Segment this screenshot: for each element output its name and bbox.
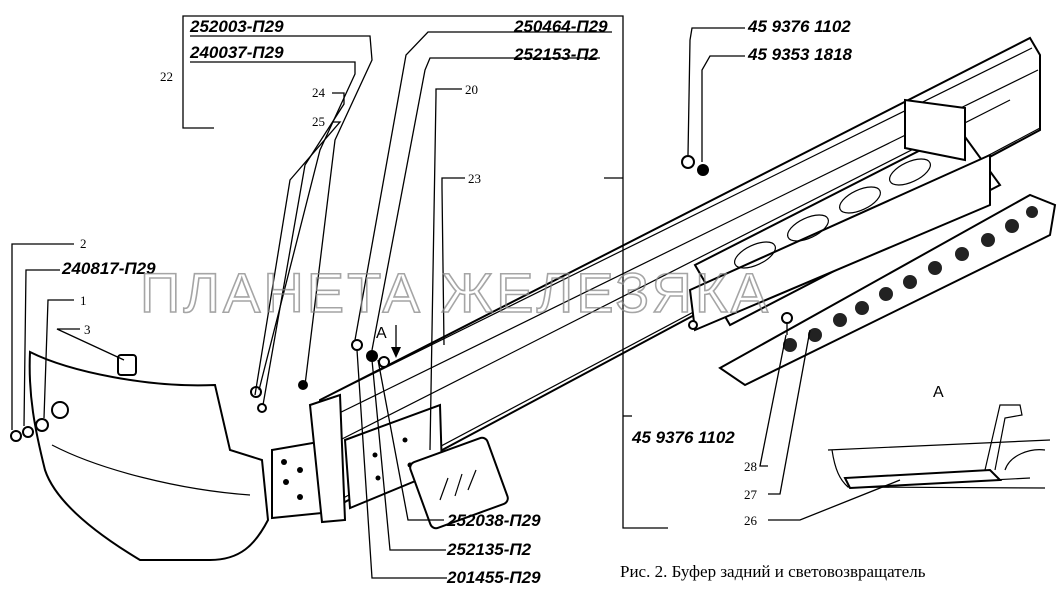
part-45-9376-1102-mid: 45 9376 1102 <box>631 428 735 447</box>
detail-label-a: A <box>933 384 944 401</box>
part-250464: 250464-П29 <box>513 17 608 36</box>
callout-2: 2 <box>80 236 87 251</box>
callout-1: 1 <box>80 293 87 308</box>
part-252038: 252038-П29 <box>446 511 541 530</box>
fasteners <box>10 155 793 442</box>
part-240037: 240037-П29 <box>189 43 284 62</box>
view-arrow-a: A <box>376 325 401 358</box>
figure-caption: Рис. 2. Буфер задний и световозвращатель <box>620 562 926 581</box>
callout-23: 23 <box>468 171 481 186</box>
rubber-pad <box>718 193 1057 387</box>
part-252153: 252153-П2 <box>513 45 599 64</box>
leader-lines <box>11 15 901 579</box>
detail-view-a <box>827 404 1051 490</box>
callout-22: 22 <box>160 69 173 84</box>
end-bracket <box>271 393 347 524</box>
callout-24: 24 <box>312 85 326 100</box>
bumper-beam <box>316 36 1041 512</box>
callout-26: 26 <box>744 513 758 528</box>
watermark: ПЛАНЕТА ЖЕЛЕЗЯКА <box>140 261 771 324</box>
part-201455: 201455-П29 <box>446 568 541 587</box>
step-plate <box>688 98 1002 332</box>
callout-27: 27 <box>744 487 758 502</box>
callout-3: 3 <box>84 322 91 337</box>
part-45-9353-1818: 45 9353 1818 <box>747 45 853 64</box>
part-252003: 252003-П29 <box>189 17 284 36</box>
arrow-label-a: A <box>376 325 387 342</box>
callout-25: 25 <box>312 114 325 129</box>
part-252135: 252135-П2 <box>446 540 532 559</box>
part-45-9376-1102-top: 45 9376 1102 <box>747 17 851 36</box>
callout-28: 28 <box>744 459 757 474</box>
reflector <box>409 436 509 530</box>
part-240817: 240817-П29 <box>61 259 156 278</box>
bumper-end-cap <box>28 350 270 561</box>
callout-20: 20 <box>465 82 478 97</box>
